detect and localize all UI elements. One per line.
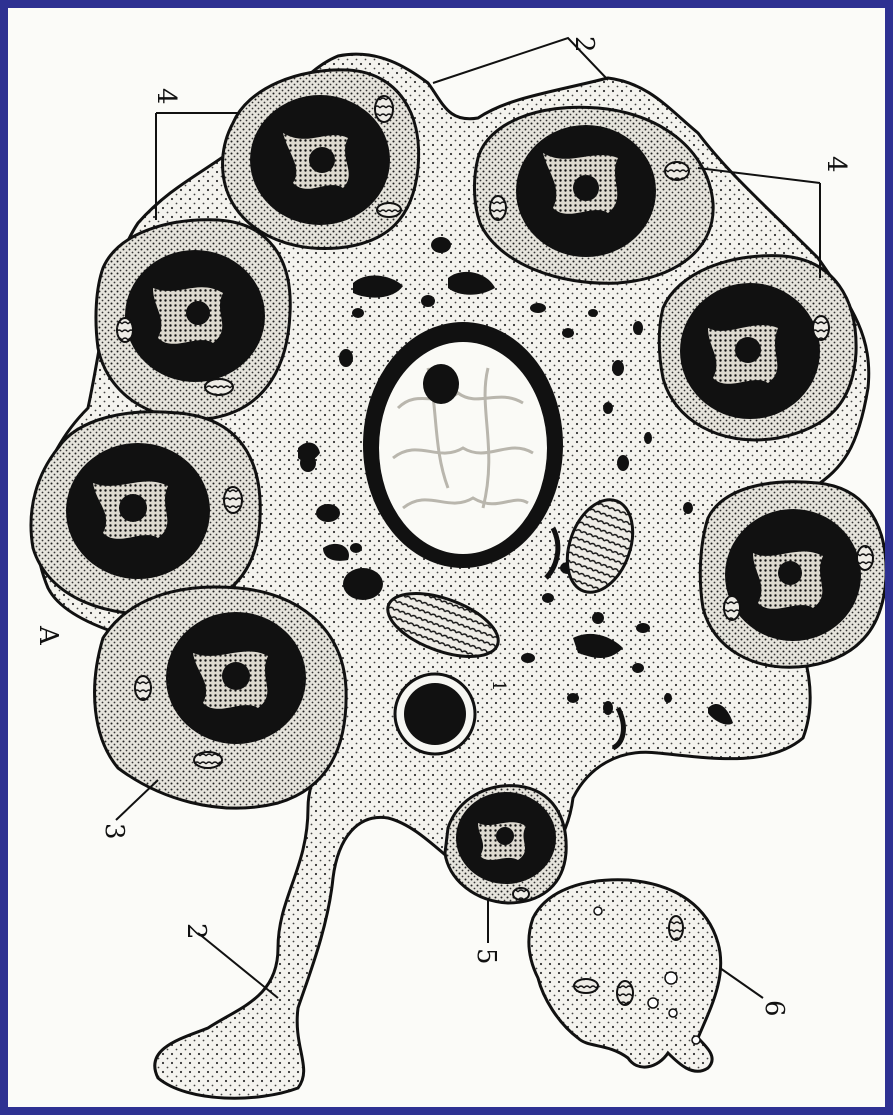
erythroblast-left-middle — [31, 412, 260, 614]
label-2-bottom: 2 — [181, 923, 211, 940]
erythroblast-bottom-small — [445, 786, 566, 903]
erythroblast-right-middle — [700, 482, 885, 667]
label-1: 1 — [488, 680, 509, 691]
erythroblast-top-left — [223, 70, 419, 249]
label-5: 5 — [471, 948, 501, 965]
erythroblast-left-upper — [96, 220, 290, 420]
label-A: A — [33, 625, 63, 646]
erythroblast-right-upper — [659, 256, 856, 440]
illustration: 2 2 4 4 A 1 3 5 6 — [8, 8, 885, 1107]
label-6: 6 — [759, 1000, 789, 1017]
label-2-top: 2 — [569, 36, 599, 53]
phagocytic-vacuole — [395, 674, 475, 754]
erythroblast-left-lower — [95, 587, 347, 808]
label-4-left: 4 — [151, 88, 181, 105]
macrophage-nucleus — [363, 322, 563, 568]
label-3: 3 — [99, 823, 129, 840]
reticulocyte-fragment — [529, 880, 721, 1072]
label-4-right: 4 — [821, 156, 851, 173]
